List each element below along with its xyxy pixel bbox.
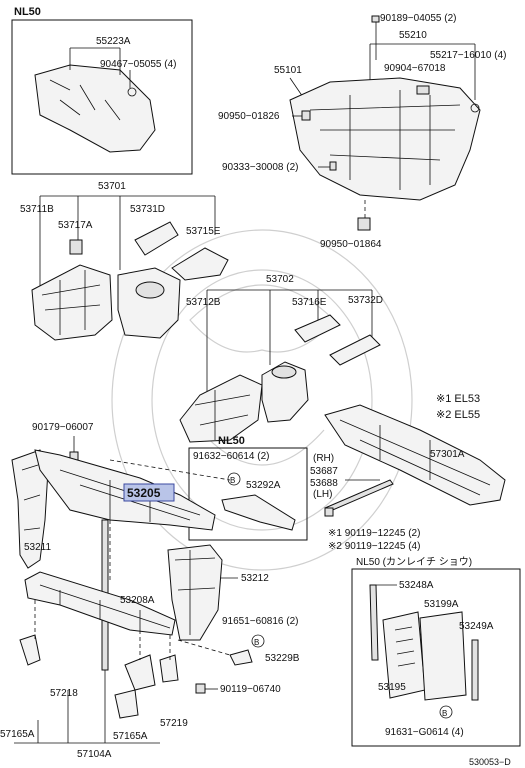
marker-b-low: B — [254, 638, 259, 647]
label-90179: 90179−06007 — [32, 422, 94, 433]
panel-53712b — [179, 374, 263, 443]
label-90119-b: ※2 90119−12245 (4) — [328, 541, 420, 552]
label-90904: 90904−67018 — [384, 63, 446, 74]
panel-55223a — [34, 64, 156, 153]
label-55223a: 55223A — [96, 36, 131, 47]
part-53701-tower — [117, 267, 181, 339]
label-57301a: 57301A — [430, 449, 465, 460]
label-53292a: 53292A — [246, 480, 281, 491]
label-90119-c: 90119−06740 — [220, 684, 281, 695]
label-53715e: 53715E — [186, 226, 221, 237]
label-53195: 53195 — [378, 682, 406, 693]
label-90467: 90467−05055 (4) — [100, 59, 176, 70]
label-53711b: 53711B — [20, 204, 54, 215]
part-53717a — [69, 239, 83, 255]
label-90333: 90333−30008 (2) — [222, 162, 298, 173]
label-53712b: 53712B — [186, 297, 221, 308]
label-rh: (RH) — [313, 453, 334, 464]
label-53205: 53205 — [127, 486, 161, 500]
label-53249a: 53249A — [459, 621, 494, 632]
label-53731d: 53731D — [130, 204, 165, 215]
nl50-mid-label: NL50 — [218, 435, 245, 447]
bracket-53229b — [229, 649, 253, 666]
highlight-53205 — [123, 483, 175, 502]
label-53716e: 53716E — [292, 297, 327, 308]
part-53732d — [329, 334, 381, 366]
note-el55: ※2 EL55 — [436, 409, 480, 421]
label-53688: 53688 — [310, 478, 338, 489]
label-91651: 91651−60816 (2) — [222, 616, 298, 627]
label-90950-b: 90950−01864 — [320, 239, 382, 250]
nl50-top-box — [11, 19, 193, 175]
nl50-kana-label: NL50 (カンレイチ ショウ) — [356, 556, 472, 568]
part-53731d — [134, 221, 179, 256]
bracket-57219-b — [159, 654, 179, 683]
label-53211: 53211 — [24, 542, 52, 553]
panel-55101 — [289, 77, 481, 201]
label-55217: 55217−16010 (4) — [430, 50, 506, 61]
label-53717a: 53717A — [58, 220, 93, 231]
part-53716e — [294, 314, 341, 343]
nl50-mid-box — [188, 447, 308, 541]
member-57301a — [324, 404, 506, 506]
label-91631: 91631−G0614 (4) — [385, 727, 464, 738]
bracket-left — [19, 634, 41, 666]
label-lh: (LH) — [313, 489, 332, 500]
marker-b-box: B — [442, 709, 447, 718]
marker-b-mid: B — [230, 476, 235, 485]
nl50-cold-climate-box — [351, 568, 521, 747]
panel-53711b — [31, 264, 113, 341]
note-el53: ※1 EL53 — [436, 393, 480, 405]
label-53212: 53212 — [241, 573, 269, 584]
panel-53212 — [167, 544, 223, 641]
label-57165a-left: 57165A — [0, 729, 35, 740]
label-53701: 53701 — [98, 181, 126, 192]
label-90189: 90189−04055 (2) — [380, 13, 456, 24]
bracket-53292a — [221, 494, 296, 531]
part-53715e — [171, 247, 229, 281]
bracket-57219-a — [124, 654, 156, 691]
label-53248a: 53248A — [399, 580, 434, 591]
label-53732d: 53732D — [348, 295, 383, 306]
nl50-top-label: NL50 — [14, 6, 41, 18]
label-55101: 55101 — [274, 65, 302, 76]
label-55210: 55210 — [399, 30, 427, 41]
label-90119-a: ※1 90119−12245 (2) — [328, 528, 420, 539]
label-57218: 57218 — [50, 688, 78, 699]
label-57165a-right: 57165A — [113, 731, 148, 742]
label-91632: 91632−60614 (2) — [193, 451, 269, 462]
label-57104a: 57104A — [77, 749, 112, 760]
bracket-57165a-right — [114, 689, 139, 719]
cover-53199a — [419, 611, 467, 701]
label-53199a: 53199A — [424, 599, 459, 610]
label-53687: 53687 — [310, 466, 338, 477]
rod-53249a — [471, 639, 479, 701]
rod-53248a — [369, 584, 379, 661]
diagram-code: 530053−D — [469, 757, 511, 767]
label-53208a: 53208A — [120, 595, 155, 606]
part-53702-tower — [261, 361, 309, 423]
label-53229b: 53229B — [265, 653, 300, 664]
label-57219: 57219 — [160, 718, 188, 729]
label-53702: 53702 — [266, 274, 294, 285]
label-90950-a: 90950−01826 — [218, 111, 280, 122]
